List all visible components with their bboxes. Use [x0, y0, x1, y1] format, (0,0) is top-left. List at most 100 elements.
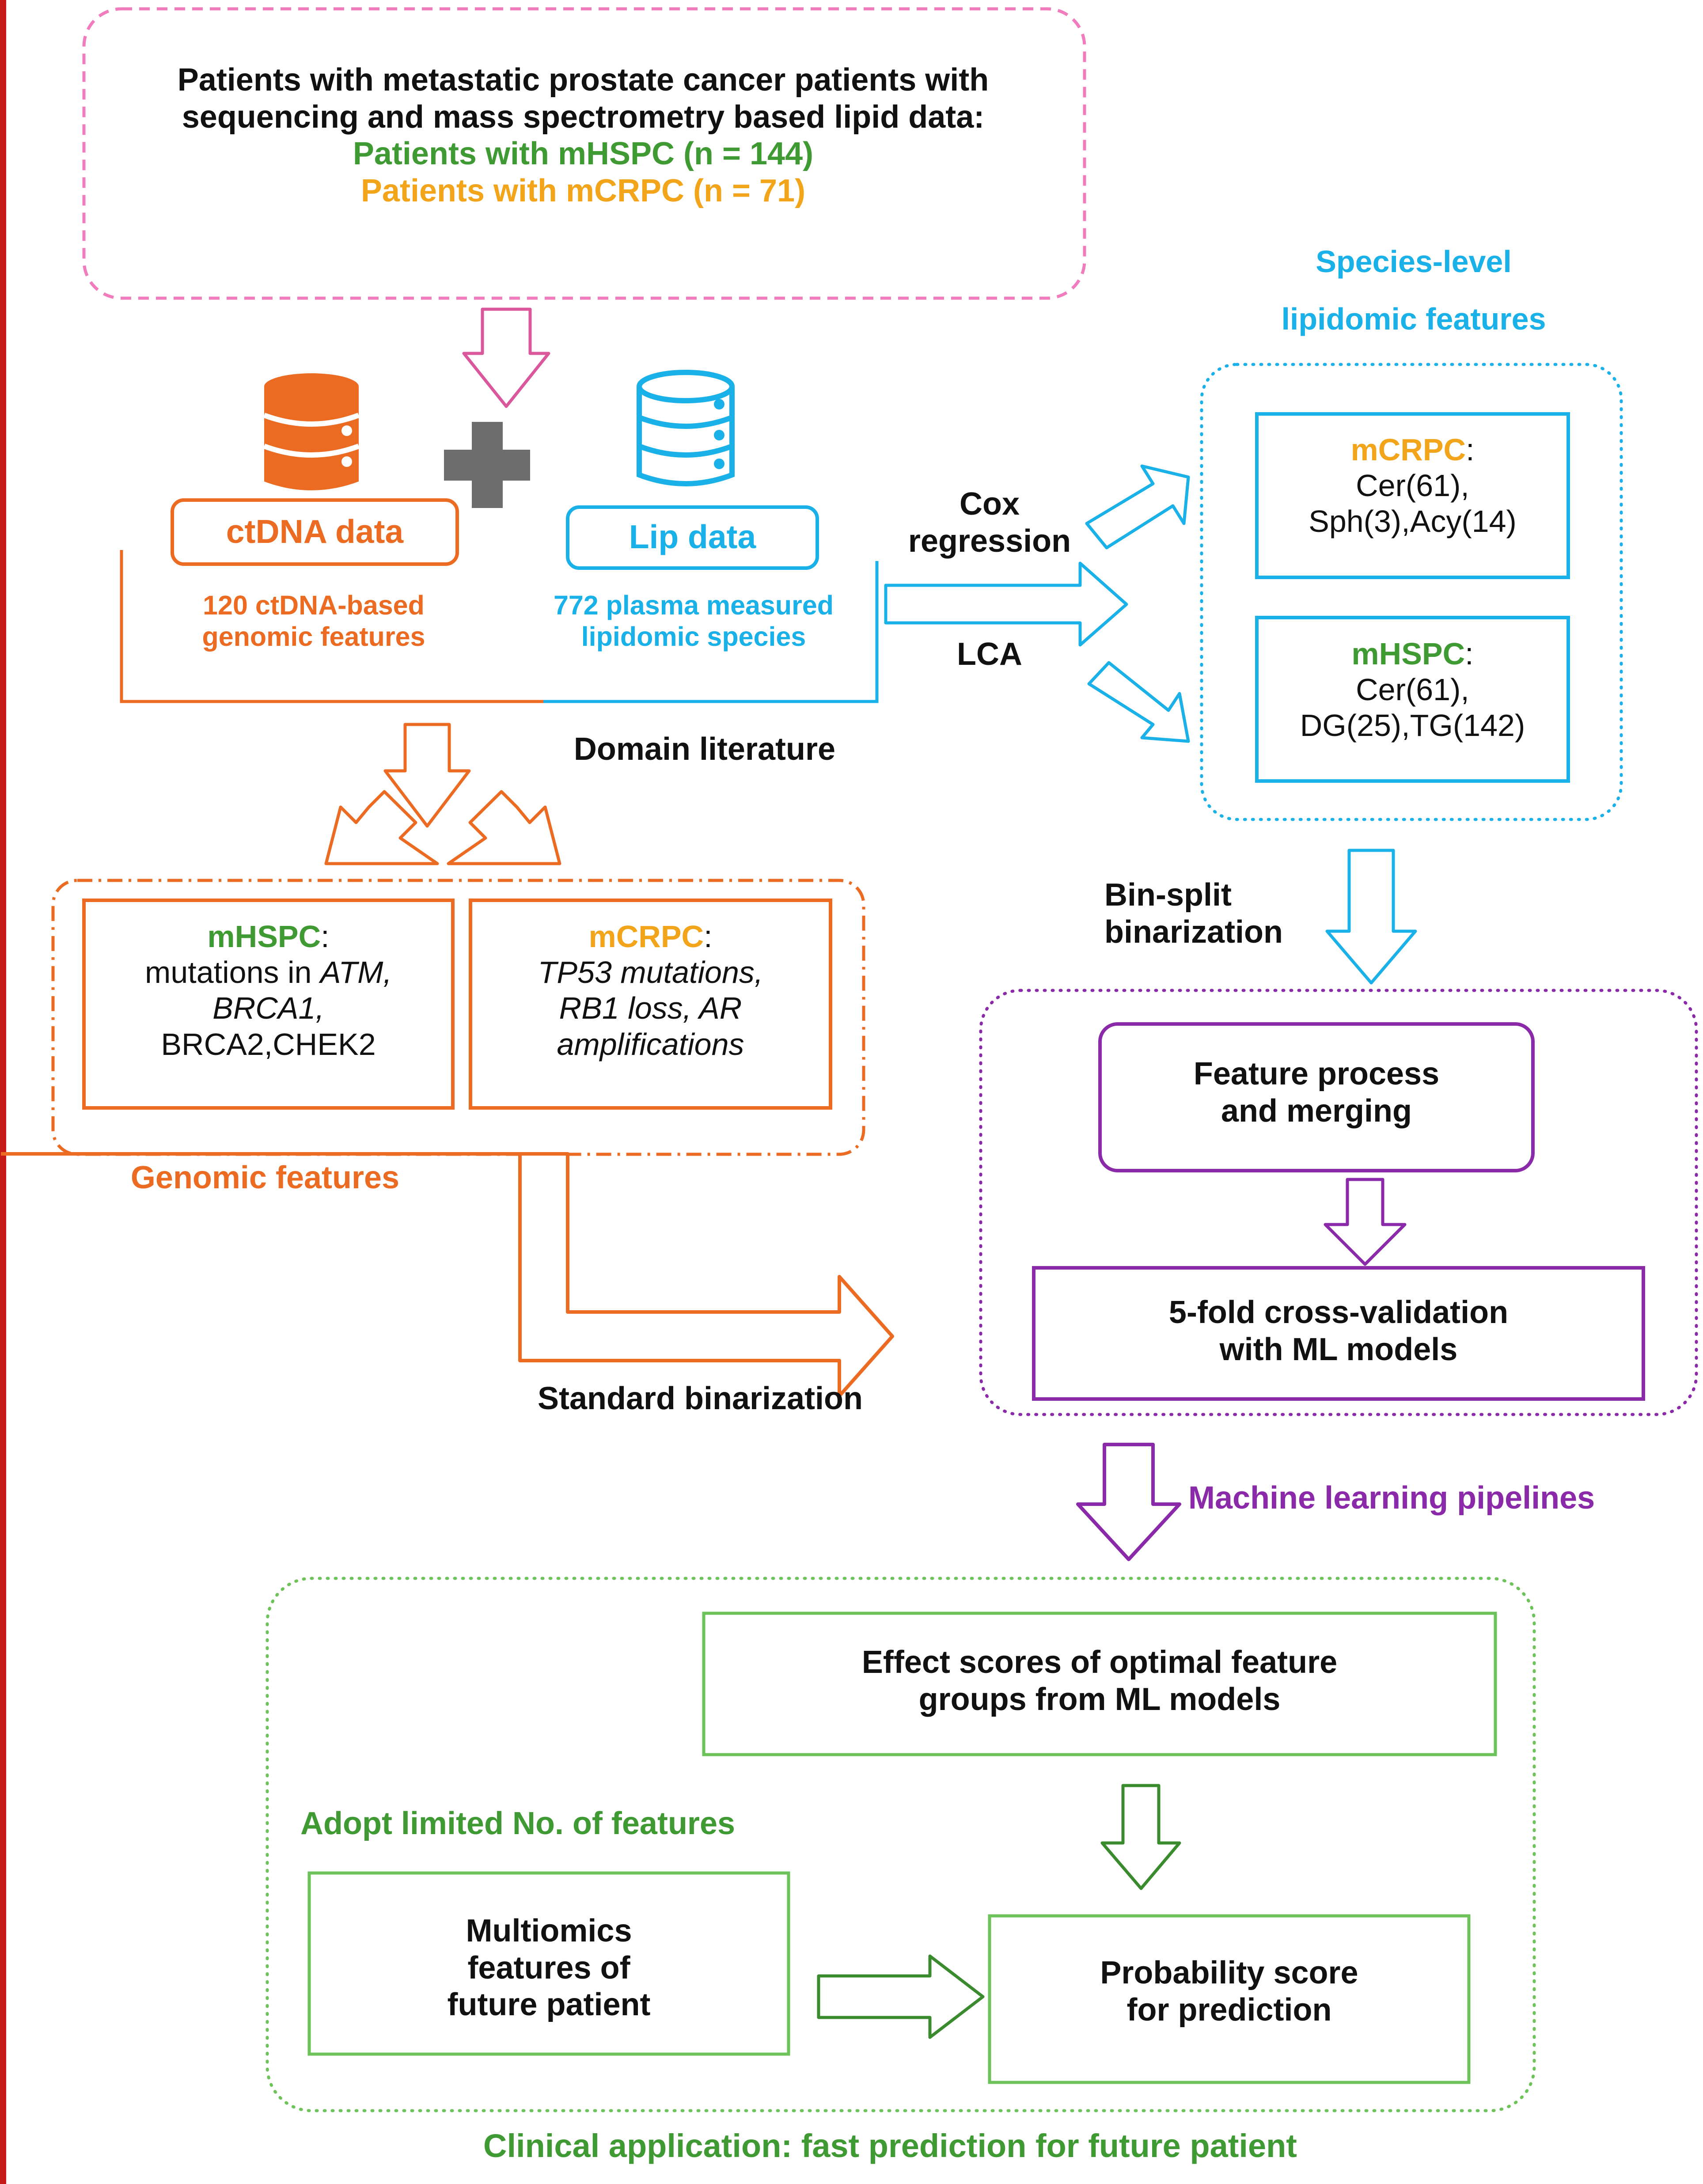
- species-title-line-2: lipidomic features: [1281, 301, 1546, 336]
- lip-description: 772 plasma measured lipidomic species: [530, 590, 857, 652]
- species-mcrpc-line-1: Cer(61),: [1356, 468, 1469, 503]
- standard-binarization-arrow: [1, 1152, 894, 1398]
- cohort-text: Patients with metastatic prostate cancer…: [97, 62, 1069, 209]
- cohort-line-2: sequencing and mass spectrometry based l…: [182, 99, 985, 135]
- ml-pipeline-box: [979, 989, 1698, 1416]
- bin-split-line-2: binarization: [1104, 914, 1283, 950]
- bin-split-label: Bin-split binarization: [1104, 877, 1352, 951]
- lip-data-label: Lip data: [629, 518, 756, 555]
- genomic-mcrpc-colon: :: [704, 919, 713, 954]
- ctdna-description: 120 ctDNA-based genomic features: [159, 590, 468, 652]
- multiomics-text: Multiomics features of future patient: [309, 1913, 789, 2024]
- ctdna-desc-line-2: genomic features: [202, 621, 425, 652]
- cross-validation-text: 5-fold cross-validation with ML models: [1034, 1294, 1643, 1368]
- genomic-mhspc-line-1-text: mutations in: [145, 955, 312, 990]
- ctdna-data-label: ctDNA data: [226, 513, 404, 550]
- ctdna-bracket: [120, 550, 543, 703]
- lip-desc-line-1: 772 plasma measured: [553, 590, 834, 620]
- ctdna-desc-line-1: 120 ctDNA-based: [203, 590, 425, 620]
- species-mcrpc-heading: mCRPC:: [1257, 432, 1568, 468]
- adopt-features-label: Adopt limited No. of features: [300, 1806, 736, 1841]
- lip-database-icon: [637, 370, 735, 486]
- cross-validation-line-2: with ML models: [1219, 1331, 1458, 1367]
- cross-validation-line-1: 5-fold cross-validation: [1168, 1295, 1509, 1330]
- cohort-down-arrow: [462, 307, 550, 408]
- ml-pipelines-title: Machine learning pipelines: [1188, 1480, 1595, 1516]
- genomic-mcrpc-line-2: RB1 loss, AR: [559, 991, 742, 1026]
- species-mcrpc-head: mCRPC: [1350, 432, 1466, 467]
- cox-line-2: regression: [908, 523, 1071, 559]
- lip-bracket: [543, 561, 879, 703]
- species-box: [1200, 363, 1623, 821]
- probability-line-1: Probability score: [1100, 1955, 1358, 1991]
- left-edge-bar: [0, 0, 6, 2184]
- cohort-line-1: Patients with metastatic prostate cancer…: [177, 62, 989, 98]
- effect-scores-box: [702, 1611, 1497, 1756]
- lca-label: LCA: [957, 637, 1022, 672]
- feature-process-line-1: Feature process: [1193, 1056, 1440, 1092]
- genomic-mhspc-line-2: BRCA1,: [212, 991, 324, 1026]
- species-mhspc-line-1: Cer(61),: [1356, 672, 1469, 707]
- genomic-mhspc-head: mHSPC: [207, 919, 321, 954]
- clinical-application-box: [266, 1577, 1536, 2112]
- species-mcrpc-box: [1255, 412, 1570, 579]
- multiomics-line-2: features of: [467, 1950, 630, 1986]
- feature-process-line-2: and merging: [1221, 1093, 1412, 1129]
- genomic-mhspc-heading: mHSPC:: [84, 919, 453, 955]
- genomic-mcrpc-text: mCRPC: TP53 mutations, RB1 loss, AR ampl…: [470, 919, 831, 1062]
- feature-to-cv-arrow: [1324, 1178, 1407, 1266]
- species-mhspc-head: mHSPC: [1351, 637, 1465, 671]
- species-mcrpc-colon: :: [1466, 432, 1475, 467]
- genomic-mhspc-line-3: BRCA2,CHEK2: [161, 1027, 376, 1062]
- genomic-mcrpc-box: [469, 899, 832, 1110]
- species-mhspc-colon: :: [1465, 637, 1474, 671]
- genomic-mcrpc-line-3: amplifications: [557, 1027, 744, 1062]
- effect-scores-line-1: Effect scores of optimal feature: [861, 1645, 1338, 1680]
- lip-desc-line-2: lipidomic species: [581, 621, 806, 652]
- species-title: Species-level lipidomic features: [1193, 233, 1635, 348]
- genomic-mhspc-colon: :: [321, 919, 330, 954]
- genomic-mhspc-line-1-gene: ATM,: [320, 955, 392, 990]
- species-mhspc-line-2: DG(25),TG(142): [1300, 708, 1525, 743]
- cross-validation-box: [1032, 1266, 1645, 1401]
- genomic-features-title: Genomic features: [130, 1160, 400, 1195]
- lip-data-box: [566, 505, 819, 570]
- species-mcrpc-text: mCRPC: Cer(61), Sph(3),Acy(14): [1257, 432, 1568, 540]
- feature-process-box: [1098, 1022, 1535, 1172]
- probability-box: [988, 1914, 1471, 2084]
- species-title-line-1: Species-level: [1316, 244, 1512, 279]
- ctdna-database-icon: [263, 373, 360, 490]
- multiomics-line-3: future patient: [447, 1987, 651, 2023]
- probability-line-2: for prediction: [1126, 1992, 1332, 2028]
- species-mhspc-heading: mHSPC:: [1257, 636, 1568, 672]
- standard-binarization-label: Standard binarization: [537, 1381, 863, 1416]
- split-arrows-icon: [324, 723, 561, 865]
- domain-literature-label: Domain literature: [573, 732, 836, 767]
- clinical-application-title: Clinical application: fast prediction fo…: [483, 2127, 1297, 2164]
- cohort-mhspc: Patients with mHSPC (n = 144): [353, 136, 814, 172]
- genomic-mcrpc-head: mCRPC: [588, 919, 704, 954]
- feature-process-text: Feature process and merging: [1100, 1056, 1533, 1130]
- cohort-box: [82, 7, 1086, 300]
- species-mhspc-text: mHSPC: Cer(61), DG(25),TG(142): [1257, 636, 1568, 744]
- species-mhspc-box: [1255, 616, 1570, 783]
- genomic-mcrpc-heading: mCRPC:: [470, 919, 831, 955]
- multiomics-line-1: Multiomics: [466, 1913, 632, 1949]
- ml-down-arrow: [1076, 1443, 1181, 1561]
- cox-line-1: Cox: [959, 486, 1020, 522]
- genomic-mhspc-box: [82, 899, 455, 1110]
- multiomics-box: [307, 1871, 790, 2056]
- plus-icon: [444, 422, 530, 508]
- blue-method-arrows: [884, 464, 1417, 985]
- probability-text: Probability score for prediction: [990, 1955, 1469, 2029]
- genomic-mhspc-text: mHSPC: mutations in ATM, BRCA1, BRCA2,CH…: [84, 919, 453, 1062]
- multiomics-to-probability-arrow: [817, 1954, 985, 2039]
- genomic-mcrpc-line-1: TP53 mutations,: [538, 955, 763, 990]
- cox-regression-label: Cox regression: [879, 486, 1100, 560]
- genomic-mhspc-line-1: mutations in ATM,: [84, 955, 453, 990]
- bin-split-line-1: Bin-split: [1104, 877, 1232, 913]
- effect-scores-text: Effect scores of optimal feature groups …: [704, 1644, 1495, 1718]
- cohort-mcrpc: Patients with mCRPC (n = 71): [360, 173, 806, 209]
